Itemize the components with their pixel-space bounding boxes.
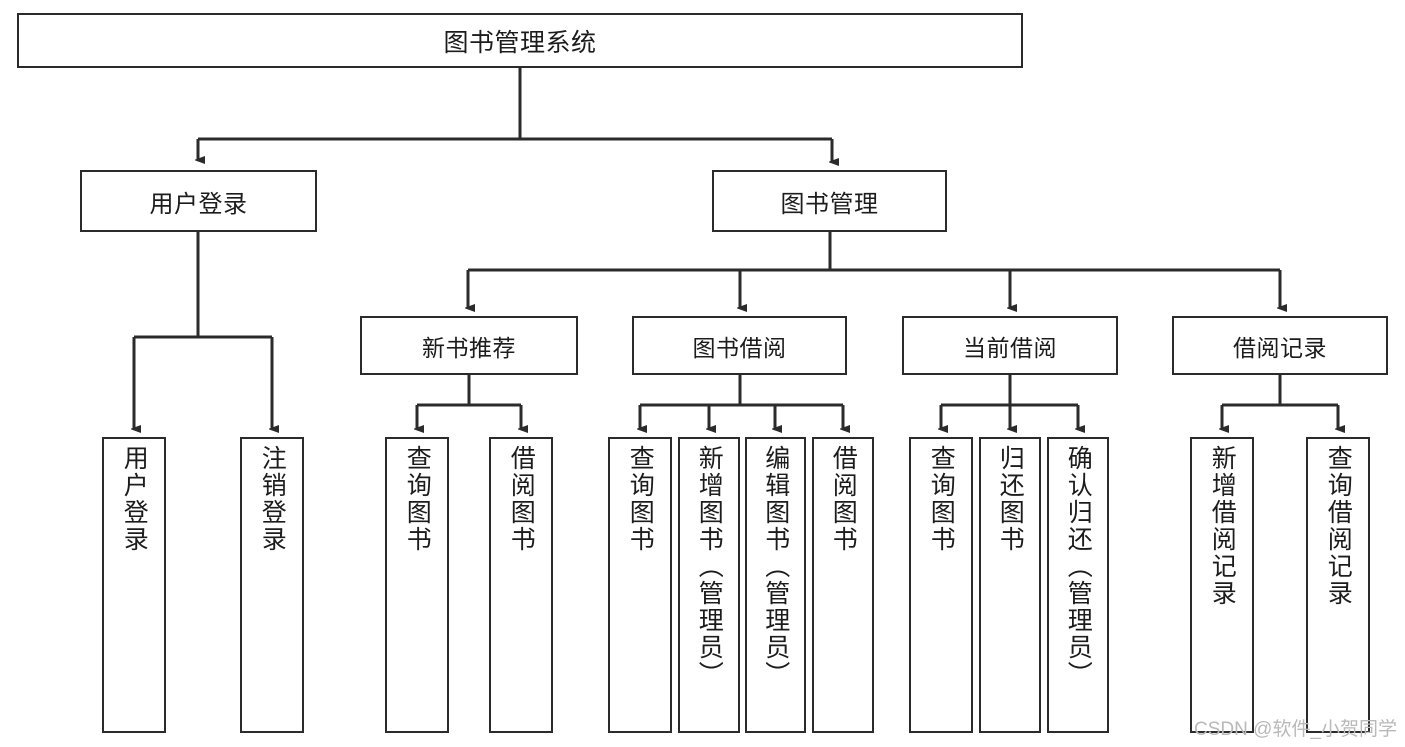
node-leaf-record-add-record[interactable]: 新增借阅记录 xyxy=(1190,437,1254,733)
node-leaf-recommend-query-book[interactable]: 查询图书 xyxy=(385,437,449,733)
node-leaf-borrow-query-book[interactable]: 查询图书 xyxy=(608,437,672,733)
node-leaf-label: 注销登录 xyxy=(258,445,287,553)
node-new-book-recommend-label: 新书推荐 xyxy=(422,334,516,361)
node-leaf-label: 新增图书（管理员） xyxy=(695,445,724,688)
node-root-label: 图书管理系统 xyxy=(443,28,597,57)
node-leaf-user-login-logout[interactable]: 注销登录 xyxy=(240,437,304,733)
node-leaf-label: 编辑图书（管理员） xyxy=(761,445,790,688)
node-user-login-label: 用户登录 xyxy=(149,190,248,218)
node-leaf-label: 确认归还（管理员） xyxy=(1064,445,1093,688)
node-leaf-borrow-add-book-admin[interactable]: 新增图书（管理员） xyxy=(678,437,740,733)
node-leaf-label: 查询借阅记录 xyxy=(1324,445,1353,607)
node-leaf-label: 查询图书 xyxy=(626,445,655,553)
node-current-borrow-label: 当前借阅 xyxy=(963,334,1057,361)
node-leaf-label: 新增借阅记录 xyxy=(1208,445,1237,607)
node-leaf-current-confirm-return-admin[interactable]: 确认归还（管理员） xyxy=(1047,437,1109,733)
node-leaf-borrow-edit-book-admin[interactable]: 编辑图书（管理员） xyxy=(745,437,806,733)
node-leaf-user-login-login[interactable]: 用户登录 xyxy=(102,437,166,733)
node-book-borrow-label: 图书借阅 xyxy=(692,334,787,361)
node-book-management[interactable]: 图书管理 xyxy=(712,170,947,232)
node-leaf-label: 查询图书 xyxy=(927,445,956,553)
node-leaf-label: 查询图书 xyxy=(403,445,432,553)
node-user-login[interactable]: 用户登录 xyxy=(80,170,317,232)
node-current-borrow[interactable]: 当前借阅 xyxy=(902,316,1118,375)
node-leaf-recommend-borrow-book[interactable]: 借阅图书 xyxy=(489,437,553,733)
node-leaf-borrow-borrow-book[interactable]: 借阅图书 xyxy=(812,437,874,733)
node-new-book-recommend[interactable]: 新书推荐 xyxy=(360,316,578,375)
node-book-borrow[interactable]: 图书借阅 xyxy=(632,316,847,375)
node-leaf-current-query-book[interactable]: 查询图书 xyxy=(909,437,973,733)
node-leaf-record-query-record[interactable]: 查询借阅记录 xyxy=(1306,437,1370,733)
node-leaf-current-return-book[interactable]: 归还图书 xyxy=(979,437,1041,733)
node-leaf-label: 借阅图书 xyxy=(507,445,536,553)
node-leaf-label: 用户登录 xyxy=(120,445,149,553)
node-leaf-label: 借阅图书 xyxy=(829,445,858,553)
node-root[interactable]: 图书管理系统 xyxy=(17,13,1023,68)
csdn-watermark: CSDN @软件_小贺同学 xyxy=(1194,719,1397,740)
node-book-management-label: 图书管理 xyxy=(780,190,879,218)
node-borrow-record[interactable]: 借阅记录 xyxy=(1172,316,1388,375)
node-borrow-record-label: 借阅记录 xyxy=(1233,334,1327,361)
node-leaf-label: 归还图书 xyxy=(996,445,1025,553)
